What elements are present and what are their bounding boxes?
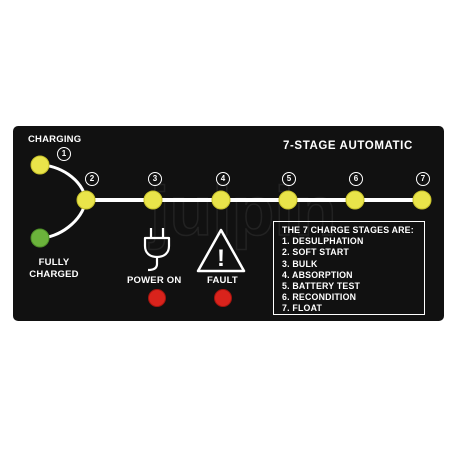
charger-control-panel (13, 126, 444, 321)
stage-7-led (412, 190, 432, 210)
legend-heading: THE 7 CHARGE STAGES ARE: (282, 225, 414, 235)
stage-2-led (76, 190, 96, 210)
power-on-label: POWER ON (127, 275, 182, 286)
charging-led (30, 155, 50, 175)
stage-list-item: 4. ABSORPTION (282, 269, 353, 280)
panel-title: 7-STAGE AUTOMATIC (283, 140, 413, 152)
stages-list: 1. DESULPHATION 2. SOFT START 3. BULK 4.… (282, 236, 424, 314)
stage-6-led (345, 190, 365, 210)
stage-number-7: 7 (416, 172, 430, 186)
stage-list-item: 6. RECONDITION (282, 292, 357, 303)
fault-label: FAULT (207, 275, 238, 286)
fully-charged-led (30, 228, 50, 248)
stage-number-4: 4 (216, 172, 230, 186)
stage-number-6: 6 (349, 172, 363, 186)
stage-5-led (278, 190, 298, 210)
fully-charged-label: FULLY CHARGED (29, 257, 79, 280)
stage-list-item: 7. FLOAT (282, 303, 323, 314)
stage-list-item: 1. DESULPHATION (282, 236, 364, 247)
stage-number-1: 1 (57, 147, 71, 161)
charging-label: CHARGING (28, 134, 82, 145)
stage-number-2: 2 (85, 172, 99, 186)
fault-led (214, 289, 232, 307)
stage-list-item: 2. SOFT START (282, 247, 349, 258)
charge-stages-legend: THE 7 CHARGE STAGES ARE: 1. DESULPHATION… (273, 221, 425, 315)
fault-exclamation: ! (217, 245, 225, 272)
warning-triangle-icon: ! (196, 228, 246, 273)
watermark-text: julpin (148, 172, 337, 250)
power-on-led (148, 289, 166, 307)
stage-number-5: 5 (282, 172, 296, 186)
plug-icon (143, 228, 171, 272)
stage-4-led (211, 190, 231, 210)
stage-list-item: 3. BULK (282, 258, 318, 269)
stage-3-led (143, 190, 163, 210)
stage-list-item: 5. BATTERY TEST (282, 281, 361, 292)
stage-number-3: 3 (148, 172, 162, 186)
